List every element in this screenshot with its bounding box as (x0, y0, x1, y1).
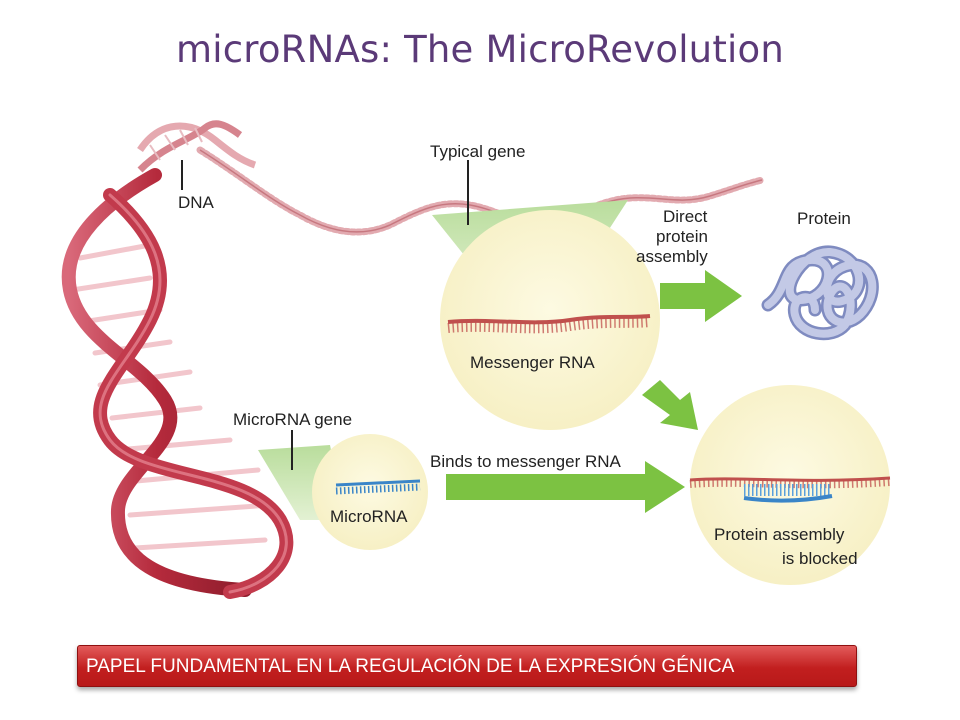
typical-gene-label: Typical gene (430, 142, 525, 161)
direct-assembly-arrow (660, 270, 742, 322)
messenger-rna-label: Messenger RNA (470, 353, 595, 372)
slide-title: microRNAs: The MicroRevolution (175, 28, 784, 71)
binds-label: Binds to messenger RNA (430, 452, 622, 471)
direct-label-line-3: assembly (636, 247, 708, 266)
direct-label-line-1: Direct (663, 207, 708, 226)
microrna-strand (335, 479, 421, 495)
microrna-gene-label: MicroRNA gene (233, 410, 352, 429)
blocked-microrna-strand (743, 484, 833, 503)
protein-label: Protein (797, 209, 851, 228)
microrna-bubble (312, 434, 428, 550)
dna-label: DNA (178, 193, 215, 212)
summary-banner: PAPEL FUNDAMENTAL EN LA REGULACIÓN DE LA… (77, 645, 857, 687)
dna-small-helix (137, 120, 257, 173)
microrna-label: MicroRNA (330, 507, 408, 526)
messenger-rna-strand (447, 314, 651, 334)
down-arrow (642, 380, 698, 430)
blocked-label-line-1: Protein assembly (714, 525, 845, 544)
protein-icon (761, 245, 879, 341)
direct-label-line-2: protein (656, 227, 708, 246)
blocked-label-line-2: is blocked (782, 549, 858, 568)
blocked-mrna-strand (689, 476, 891, 489)
dna-helix (61, 168, 294, 599)
binds-arrow (446, 461, 685, 513)
